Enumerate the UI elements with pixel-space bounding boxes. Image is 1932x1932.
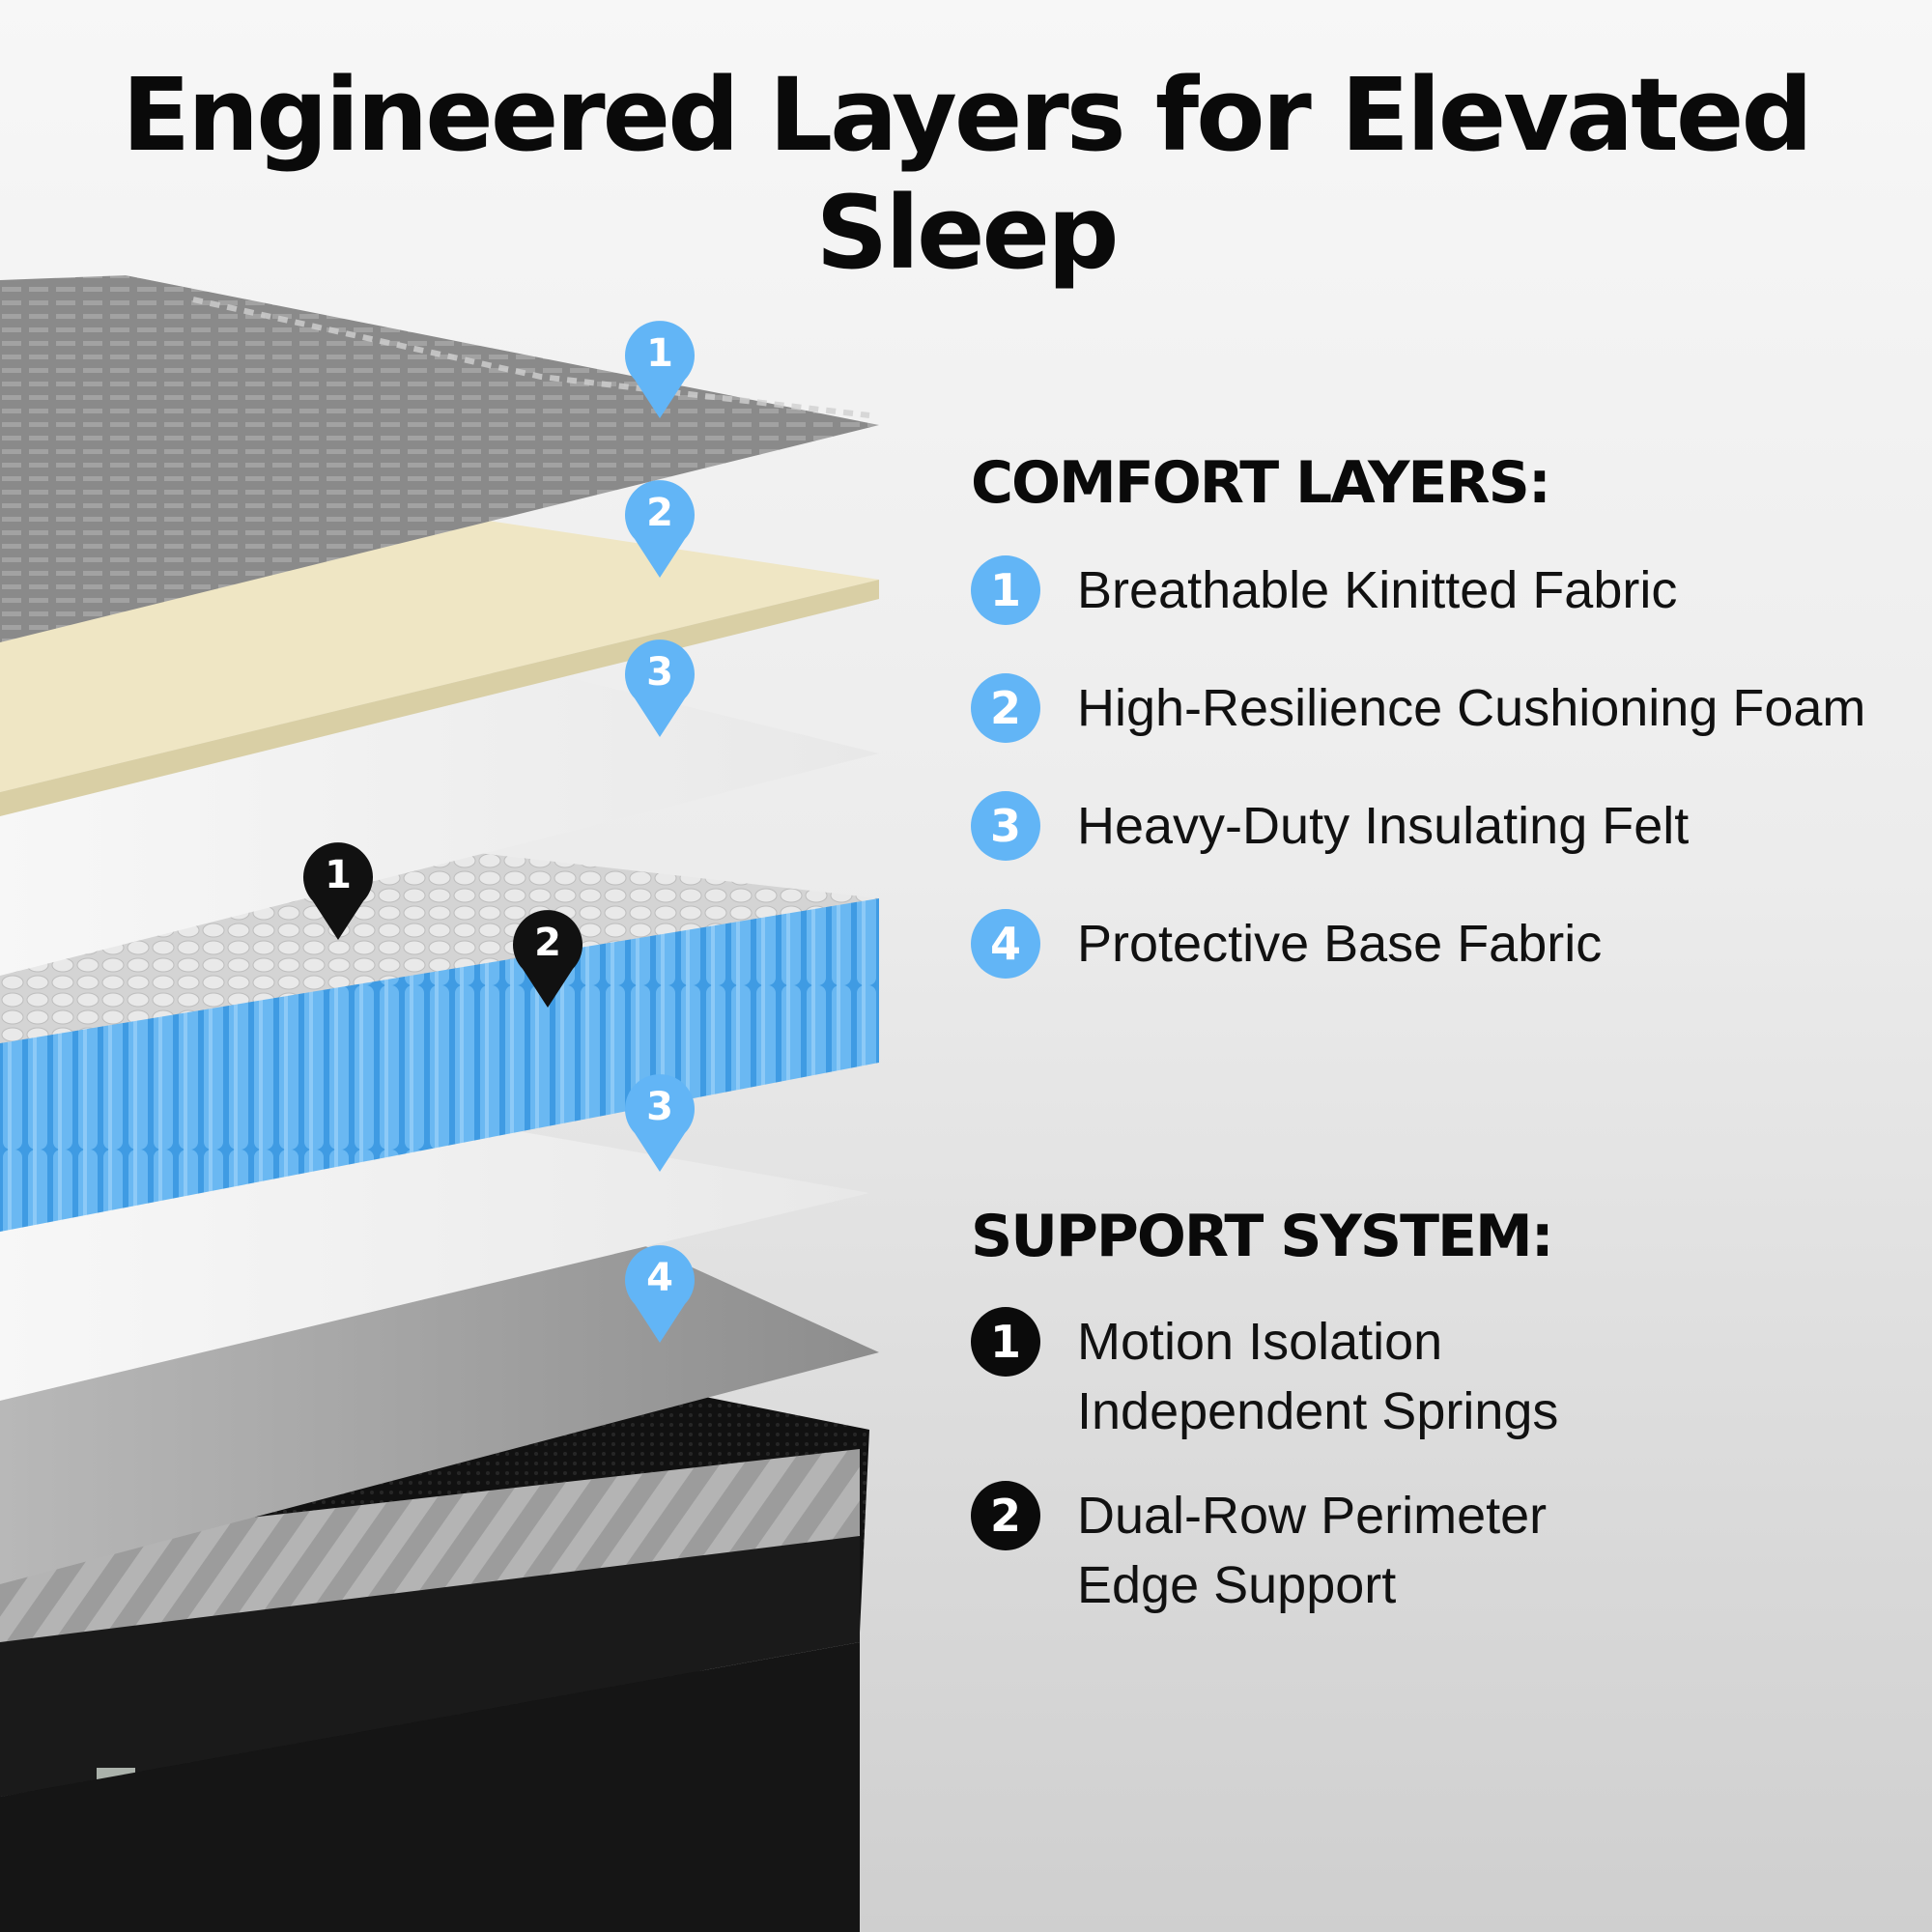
support-item: 2 Dual-Row Perimeter Edge Support <box>971 1481 1927 1620</box>
svg-text:2: 2 <box>534 921 561 965</box>
support-item-line: Independent Springs <box>1077 1382 1559 1440</box>
number-badge: 2 <box>971 1481 1040 1550</box>
support-item-label: Motion Isolation Independent Springs <box>1077 1307 1618 1446</box>
comfort-item: 3 Heavy-Duty Insulating Felt <box>971 791 1927 861</box>
pin-foam: 2 <box>625 480 695 578</box>
comfort-layers-section: COMFORT LAYERS: 1 Breathable Kinitted Fa… <box>971 449 1927 979</box>
layer-knit-fabric <box>0 275 879 642</box>
svg-text:1: 1 <box>325 853 352 897</box>
number-badge: 1 <box>971 1307 1040 1377</box>
comfort-item-label: Breathable Kinitted Fabric <box>1077 561 1678 619</box>
svg-text:3: 3 <box>646 650 673 695</box>
pin-base: 4 <box>625 1245 695 1343</box>
support-item: 1 Motion Isolation Independent Springs <box>971 1307 1927 1446</box>
support-system-section: SUPPORT SYSTEM: 1 Motion Isolation Indep… <box>971 1203 1927 1620</box>
svg-text:1: 1 <box>646 331 673 376</box>
pin-felt-top: 3 <box>625 639 695 737</box>
number-badge: 2 <box>971 673 1040 743</box>
svg-text:3: 3 <box>646 1085 673 1129</box>
comfort-item-label: Protective Base Fabric <box>1077 915 1603 973</box>
svg-text:2: 2 <box>646 491 673 535</box>
pin-fabric: 1 <box>625 321 695 418</box>
comfort-item-label: Heavy-Duty Insulating Felt <box>1077 797 1690 855</box>
number-badge: 1 <box>971 555 1040 625</box>
svg-text:4: 4 <box>646 1256 673 1300</box>
comfort-item: 2 High-Resilience Cushioning Foam <box>971 673 1927 743</box>
support-item-line: Motion Isolation <box>1077 1313 1443 1371</box>
page-title: Engineered Layers for Elevated Sleep <box>122 56 1813 292</box>
number-badge: 3 <box>971 791 1040 861</box>
comfort-item: 1 Breathable Kinitted Fabric <box>971 555 1927 625</box>
support-item-label: Dual-Row Perimeter Edge Support <box>1077 1481 1618 1620</box>
pin-felt-bottom: 3 <box>625 1074 695 1172</box>
pin-edge: 2 <box>513 910 582 1008</box>
support-system-heading: SUPPORT SYSTEM: <box>971 1203 1554 1270</box>
comfort-item: 4 Protective Base Fabric <box>971 909 1927 979</box>
comfort-item-label: High-Resilience Cushioning Foam <box>1077 679 1866 737</box>
support-item-line: Edge Support <box>1077 1556 1397 1614</box>
number-badge: 4 <box>971 909 1040 979</box>
support-item-line: Dual-Row Perimeter <box>1077 1487 1548 1545</box>
comfort-layers-heading: COMFORT LAYERS: <box>971 449 1551 517</box>
pin-springs: 1 <box>303 842 373 940</box>
